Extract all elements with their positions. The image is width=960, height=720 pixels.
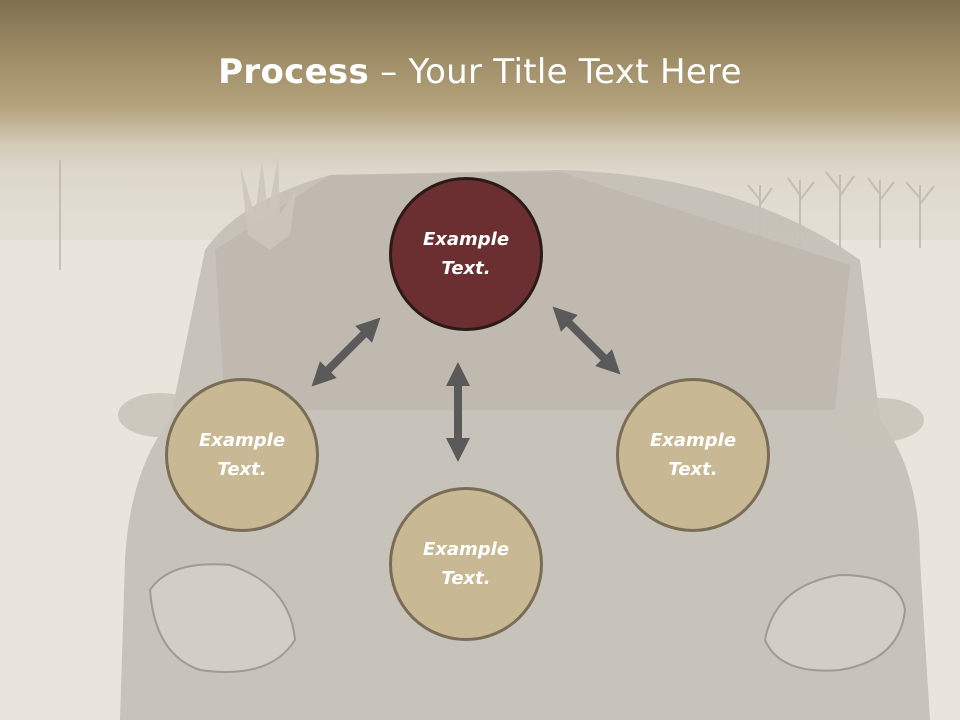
- node-bottom-label: Example Text.: [422, 539, 510, 589]
- node-left: Example Text.: [165, 378, 319, 532]
- slide-title: Process – Your Title Text Here: [0, 52, 960, 92]
- node-left-label: Example Text.: [198, 430, 286, 480]
- node-right: Example Text.: [616, 378, 770, 532]
- title-rest: – Your Title Text Here: [369, 52, 742, 92]
- header-band: [0, 0, 960, 170]
- node-top-label: Example Text.: [422, 229, 510, 279]
- node-bottom: Example Text.: [389, 487, 543, 641]
- node-top: Example Text.: [389, 177, 543, 331]
- title-bold: Process: [218, 52, 370, 92]
- node-right-label: Example Text.: [649, 430, 737, 480]
